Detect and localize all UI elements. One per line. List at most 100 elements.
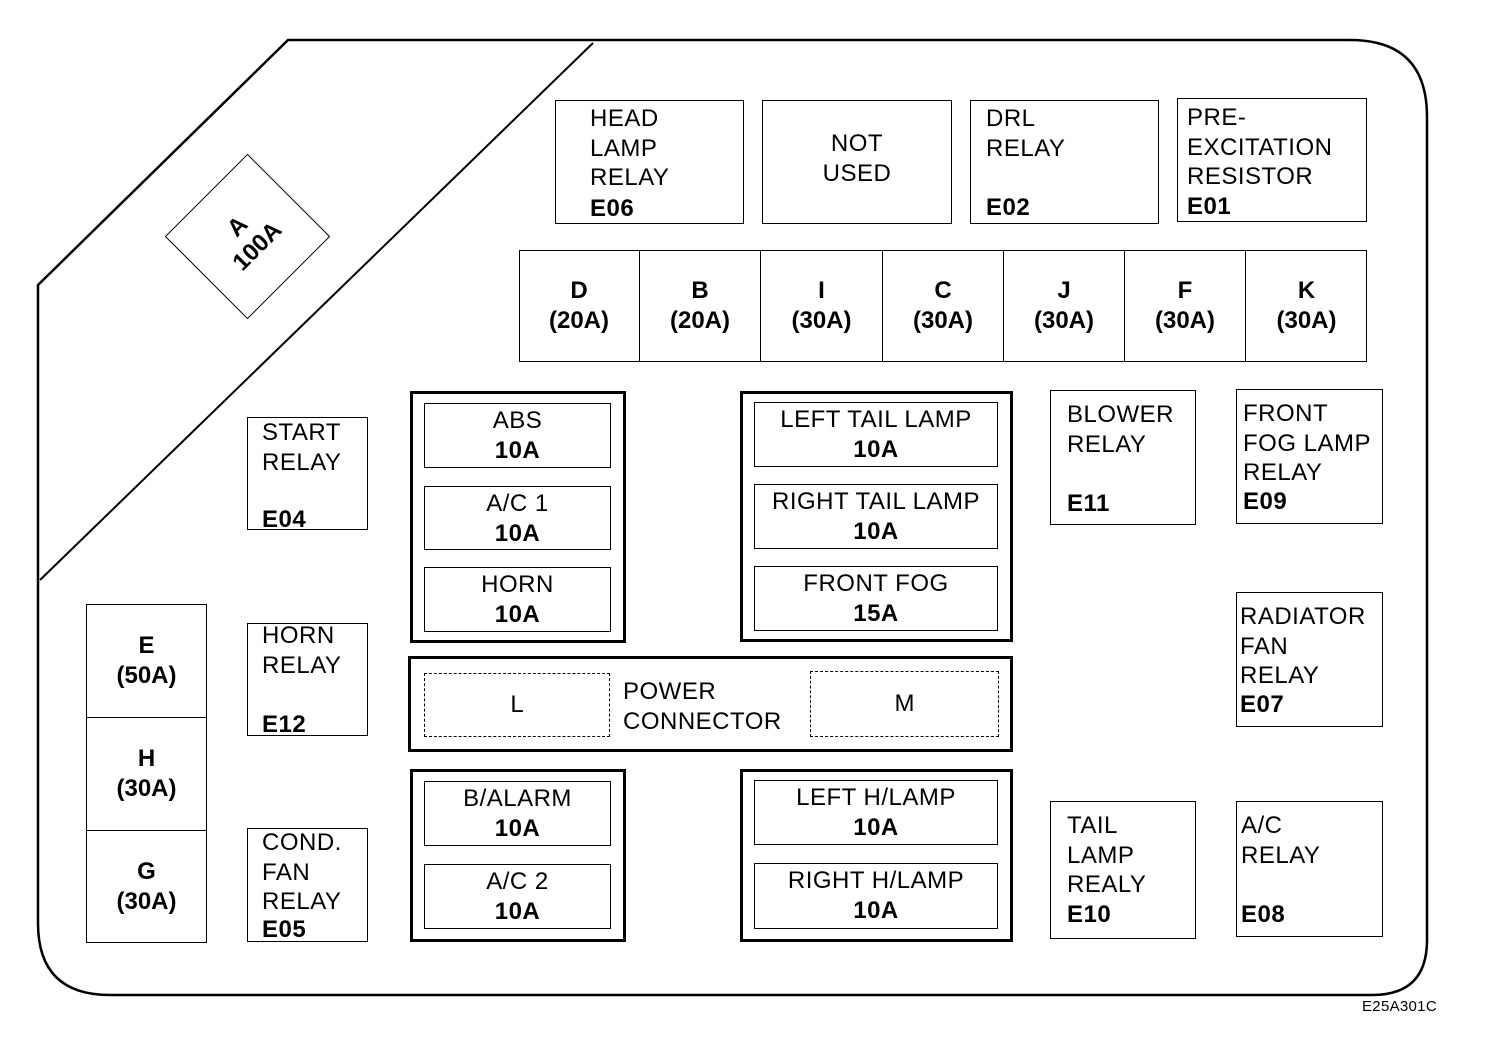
mini-fuse-name: A/C 2 <box>486 868 549 895</box>
fuse-b: B (20A) <box>640 250 761 362</box>
ac-relay-code: E08 <box>1241 901 1286 928</box>
ac-relay-line: A/C <box>1241 812 1283 839</box>
mini-fuse-name: HORN <box>481 571 554 598</box>
horn-relay-code: E12 <box>262 711 307 738</box>
mini-fuse-rating: 10A <box>853 436 899 463</box>
mini-fuse-rating: 15A <box>853 600 899 627</box>
power-connector <box>408 656 1013 752</box>
mini-fuse-name: A/C 1 <box>486 490 549 517</box>
mini-fuse-group-4 <box>740 769 1013 942</box>
mini-fuse-right-tail-lamp: RIGHT TAIL LAMP 10A <box>754 484 998 549</box>
fuse-g: G (30A) <box>86 830 207 943</box>
blower-relay-line: BLOWER <box>1067 401 1175 428</box>
mini-fuse-group-3 <box>410 769 626 942</box>
mini-fuse-rating: 10A <box>494 601 541 628</box>
radiator-fan-relay-line: RELAY <box>1240 662 1320 689</box>
fuse-rating: (30A) <box>791 307 852 334</box>
blower-relay-code: E11 <box>1067 490 1110 517</box>
fuse-rating: (30A) <box>1276 307 1337 334</box>
mini-fuse-group-2 <box>740 391 1013 642</box>
fuse-rating: (50A) <box>116 662 177 689</box>
fuse-name: E <box>138 632 155 659</box>
power-connector-line: CONNECTOR <box>623 707 782 735</box>
mini-fuse-name: LEFT H/LAMP <box>796 784 956 811</box>
start-relay-line: START <box>262 419 341 446</box>
power-connector-m-label: M <box>894 690 915 717</box>
head-lamp-relay-line: HEAD <box>590 105 659 132</box>
fuse-c: C (30A) <box>883 250 1004 362</box>
mini-fuse-rating: 10A <box>853 814 899 841</box>
tail-lamp-relay: TAIL LAMP REALY E10 <box>1050 801 1196 939</box>
cond-fan-relay-code: E05 <box>262 916 307 943</box>
front-fog-relay-code: E09 <box>1243 488 1288 515</box>
head-lamp-relay: HEAD LAMP RELAY E06 <box>555 100 744 224</box>
mini-fuse-ac2: A/C 2 10A <box>424 864 611 929</box>
start-relay: START RELAY E04 <box>247 417 368 533</box>
cond-fan-relay-line: RELAY <box>262 888 342 915</box>
mini-fuse-name: B/ALARM <box>463 785 572 812</box>
fuse-j: J (30A) <box>1004 250 1125 362</box>
start-relay-line: RELAY <box>262 448 342 476</box>
fuse-rating: (30A) <box>116 887 177 915</box>
radiator-fan-relay-line: FAN <box>1240 632 1289 660</box>
cond-fan-relay-line: FAN <box>262 858 311 886</box>
fuse-name: D <box>570 277 588 304</box>
ac-relay: A/C RELAY E08 <box>1236 801 1383 937</box>
radiator-fan-relay: RADIATOR FAN RELAY E07 <box>1236 592 1383 727</box>
mini-fuse-name: LEFT TAIL LAMP <box>780 406 972 433</box>
power-connector-m: M <box>810 671 999 737</box>
mini-fuse-b-alarm: B/ALARM 10A <box>424 781 611 846</box>
mini-fuse-rating: 10A <box>853 518 899 545</box>
fuse-i: I (30A) <box>761 250 883 362</box>
head-lamp-relay-line: RELAY <box>590 164 670 191</box>
pre-excitation-code: E01 <box>1187 193 1232 220</box>
mini-fuse-rating: 10A <box>853 897 899 924</box>
power-connector-line: POWER <box>623 678 717 705</box>
mini-fuse-rating: 10A <box>494 437 541 464</box>
head-lamp-relay-line: LAMP <box>590 134 658 162</box>
ac-relay-line: RELAY <box>1241 841 1321 869</box>
fuse-d: D (20A) <box>519 250 640 362</box>
mini-fuse-right-h-lamp: RIGHT H/LAMP 10A <box>754 863 998 929</box>
mini-fuse-abs: ABS 10A <box>424 403 611 468</box>
fuse-name: I <box>818 277 825 304</box>
fuse-h: H (30A) <box>86 717 207 831</box>
pre-excitation-line: PRE- <box>1187 104 1247 131</box>
radiator-fan-relay-line: RADIATOR <box>1240 603 1366 630</box>
horn-relay: HORN RELAY E12 <box>247 622 368 738</box>
drl-relay: DRL RELAY E02 <box>970 100 1159 224</box>
not-used-relay: NOT USED <box>762 100 952 224</box>
mini-fuse-group-1 <box>410 391 626 643</box>
mini-fuse-name: FRONT FOG <box>803 570 949 597</box>
fuse-name: F <box>1177 277 1193 304</box>
not-used-line: NOT <box>830 130 884 157</box>
mini-fuse-name: RIGHT TAIL LAMP <box>772 488 980 515</box>
fuse-name: C <box>934 277 952 304</box>
start-relay-code: E04 <box>262 506 307 533</box>
fuse-rating: (30A) <box>116 775 177 802</box>
fuse-rating: (30A) <box>912 307 973 334</box>
cond-fan-relay-line: COND. <box>262 829 342 856</box>
fuse-rating: (30A) <box>1033 307 1094 334</box>
pre-excitation-resistor: PRE- EXCITATION RESISTOR E01 <box>1177 98 1367 222</box>
mini-fuse-left-tail-lamp: LEFT TAIL LAMP 10A <box>754 402 998 467</box>
head-lamp-relay-code: E06 <box>590 195 635 222</box>
power-connector-l-label: L <box>510 691 524 718</box>
mini-fuse-rating: 10A <box>494 815 541 842</box>
fuse-rating: (20A) <box>548 307 609 334</box>
power-connector-label: POWER CONNECTOR <box>623 677 782 736</box>
tail-lamp-relay-line: TAIL <box>1067 812 1118 839</box>
blower-relay-line: RELAY <box>1067 430 1147 458</box>
front-fog-lamp-relay: FRONT FOG LAMP RELAY E09 <box>1236 389 1383 524</box>
mini-fuse-front-fog: FRONT FOG 15A <box>754 566 998 631</box>
tail-lamp-relay-code: E10 <box>1067 901 1112 928</box>
tail-lamp-relay-line: REALY <box>1067 871 1147 898</box>
fuse-strip <box>519 250 1367 362</box>
drl-relay-code: E02 <box>986 194 1031 221</box>
drl-relay-line: DRL <box>986 105 1036 132</box>
drl-relay-line: RELAY <box>986 134 1066 162</box>
front-fog-relay-line: RELAY <box>1243 459 1323 486</box>
front-fog-relay-line: FRONT <box>1243 400 1329 427</box>
